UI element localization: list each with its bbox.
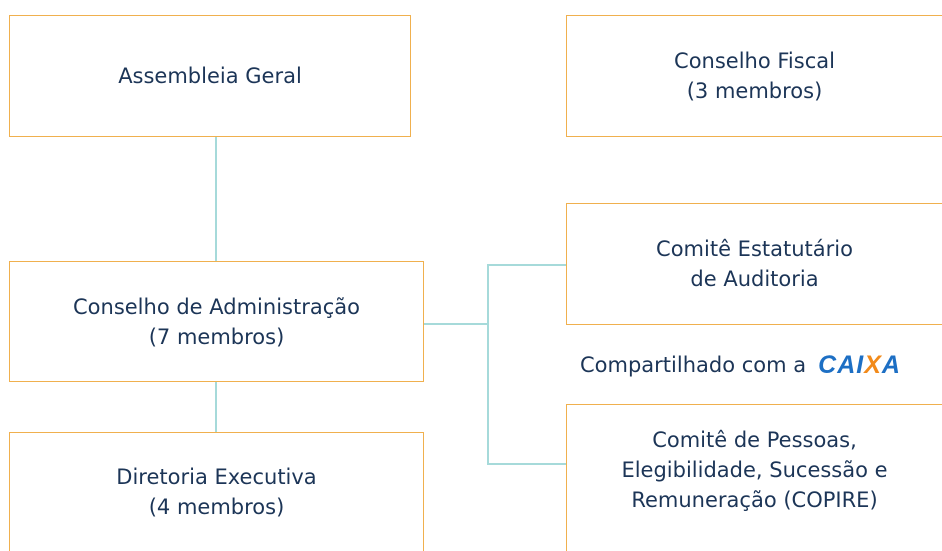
diretoria-executiva-box: Diretoria Executiva (4 membros)	[9, 432, 424, 551]
conselho-fiscal-title: Conselho Fiscal	[674, 49, 835, 73]
comite-pessoas-box: Comitê de Pessoas, Elegibilidade, Sucess…	[566, 404, 942, 551]
comite-pessoas-line1: Comitê de Pessoas,	[652, 428, 857, 452]
comite-pessoas-line3: Remuneração (COPIRE)	[631, 488, 878, 512]
caixa-logo-x: X	[864, 350, 882, 379]
comite-auditoria-line2: de Auditoria	[690, 267, 819, 291]
connector-to-pessoas	[487, 463, 567, 465]
assembleia-geral-box: Assembleia Geral	[9, 15, 411, 137]
caixa-logo-part1: CAI	[818, 350, 865, 379]
conselho-administracao-title: Conselho de Administração	[73, 294, 360, 319]
caixa-logo: CAIXA	[818, 351, 901, 380]
diretoria-executiva-subtitle: (4 membros)	[148, 495, 285, 519]
caixa-logo-part3: A	[881, 350, 901, 379]
comite-pessoas-line2: Elegibilidade, Sucessão e	[621, 458, 888, 482]
shared-note-text: Compartilhado com a	[580, 353, 807, 377]
conselho-fiscal-subtitle: (3 membros)	[686, 79, 823, 103]
connector-comites-vertical	[487, 264, 489, 465]
connector-conselho-diretoria	[215, 382, 217, 432]
comite-auditoria-line1: Comitê Estatutário	[656, 237, 853, 261]
connector-conselho-comites	[424, 323, 488, 325]
assembleia-geral-title: Assembleia Geral	[118, 64, 302, 88]
shared-note: Compartilhado com a CAIXA	[580, 347, 901, 383]
conselho-administracao-box: Conselho de Administração (7 membros)	[9, 261, 424, 382]
comite-auditoria-box: Comitê Estatutário de Auditoria	[566, 203, 942, 325]
connector-assembleia-conselho	[215, 137, 217, 261]
conselho-fiscal-box: Conselho Fiscal (3 membros)	[566, 15, 942, 137]
connector-to-auditoria	[487, 264, 567, 266]
conselho-administracao-subtitle: (7 membros)	[148, 324, 285, 349]
diretoria-executiva-title: Diretoria Executiva	[116, 465, 317, 489]
